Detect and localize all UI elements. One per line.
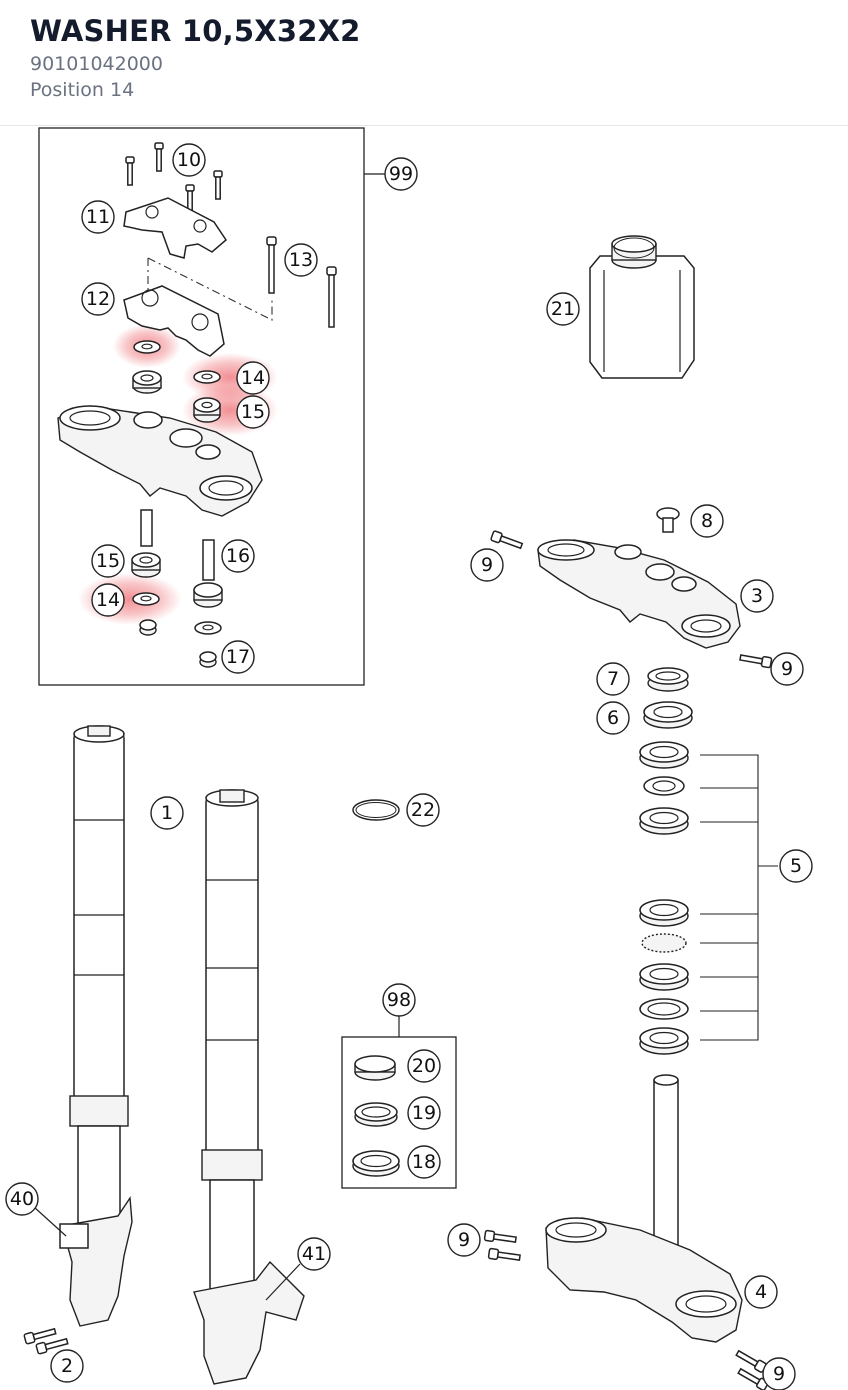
callout-9-a[interactable]: 9 <box>481 554 493 576</box>
callout-labels: 1 2 3 4 5 6 7 8 9 9 9 9 10 11 12 13 14 1… <box>5 143 813 1390</box>
kit-box-99 <box>38 127 365 686</box>
oil-can-21 <box>589 235 695 379</box>
part-position: Position 14 <box>30 79 135 101</box>
callout-2[interactable]: 2 <box>61 1355 73 1377</box>
callout-9-c[interactable]: 9 <box>458 1229 470 1251</box>
washer-14-highlight-b <box>193 370 221 384</box>
bearing-6 <box>643 701 693 729</box>
handlebar-clamp-12 <box>123 257 273 357</box>
upper-triple-clamp-kit <box>57 405 263 517</box>
bolt-9-a <box>489 529 524 552</box>
washer-14-highlight-c <box>132 592 160 606</box>
callout-11[interactable]: 11 <box>86 206 110 228</box>
bearing-18 <box>352 1150 400 1177</box>
callout-4[interactable]: 4 <box>755 1281 767 1303</box>
callout-13[interactable]: 13 <box>289 249 313 271</box>
callout-17[interactable]: 17 <box>226 646 250 668</box>
callout-3[interactable]: 3 <box>751 585 763 607</box>
bolts-13 <box>266 236 337 328</box>
spacer-15-c <box>131 552 161 578</box>
callout-1[interactable]: 1 <box>161 802 173 824</box>
o-ring-22 <box>352 799 400 821</box>
callout-19[interactable]: 19 <box>412 1102 436 1124</box>
seal-20 <box>354 1055 396 1081</box>
spacer-15-a <box>132 370 162 394</box>
callout-41[interactable]: 41 <box>302 1243 326 1265</box>
fork-leg-40 <box>59 725 133 1327</box>
part-title: WASHER 10,5X32X2 <box>30 14 361 48</box>
part-number: 90101042000 <box>30 53 163 75</box>
nut-7 <box>647 667 689 692</box>
handlebar-clamp-11 <box>123 197 227 259</box>
pin-16-a <box>140 509 153 547</box>
callout-22[interactable]: 22 <box>411 799 435 821</box>
callout-14-a[interactable]: 14 <box>241 367 265 389</box>
callout-99[interactable]: 99 <box>389 163 413 185</box>
bolt-9-d <box>487 1247 522 1264</box>
callout-15-a[interactable]: 15 <box>241 401 265 423</box>
spacer-15-d <box>193 582 223 608</box>
nut-17-a <box>139 619 157 636</box>
callout-9-b[interactable]: 9 <box>781 658 793 680</box>
callout-5[interactable]: 5 <box>790 855 802 877</box>
callout-14-b[interactable]: 14 <box>96 589 120 611</box>
callout-20[interactable]: 20 <box>412 1055 436 1077</box>
callout-15-b[interactable]: 15 <box>96 550 120 572</box>
callout-18[interactable]: 18 <box>412 1151 436 1173</box>
callout-8[interactable]: 8 <box>701 510 713 532</box>
part-header: WASHER 10,5X32X2 90101042000 Position 14 <box>0 0 848 126</box>
callout-16[interactable]: 16 <box>226 545 250 567</box>
upper-triple-clamp-3 <box>537 539 741 649</box>
bolt-9-b <box>738 651 773 669</box>
callout-10[interactable]: 10 <box>177 149 201 171</box>
bearing-19 <box>354 1102 398 1127</box>
bolt-2-a <box>23 1325 58 1345</box>
fork-leg-41 <box>193 789 305 1385</box>
washer-14-d <box>194 621 222 635</box>
bearing-set-5 <box>639 741 778 1055</box>
bolt-9-c <box>483 1229 518 1246</box>
spacer-15-highlight-b <box>193 397 221 423</box>
callout-9-d[interactable]: 9 <box>773 1363 785 1385</box>
callout-98[interactable]: 98 <box>387 989 411 1011</box>
callout-21[interactable]: 21 <box>551 298 575 320</box>
nut-17 <box>199 651 217 668</box>
callout-12[interactable]: 12 <box>86 288 110 310</box>
bolt-8 <box>656 507 680 533</box>
callout-7[interactable]: 7 <box>607 668 619 690</box>
lower-triple-clamp-4 <box>545 1074 743 1343</box>
kit-box-98 <box>341 1036 457 1189</box>
pin-16 <box>202 539 215 581</box>
callout-40[interactable]: 40 <box>10 1188 34 1210</box>
washer-14-highlight-a <box>133 340 161 354</box>
callout-6[interactable]: 6 <box>607 707 619 729</box>
